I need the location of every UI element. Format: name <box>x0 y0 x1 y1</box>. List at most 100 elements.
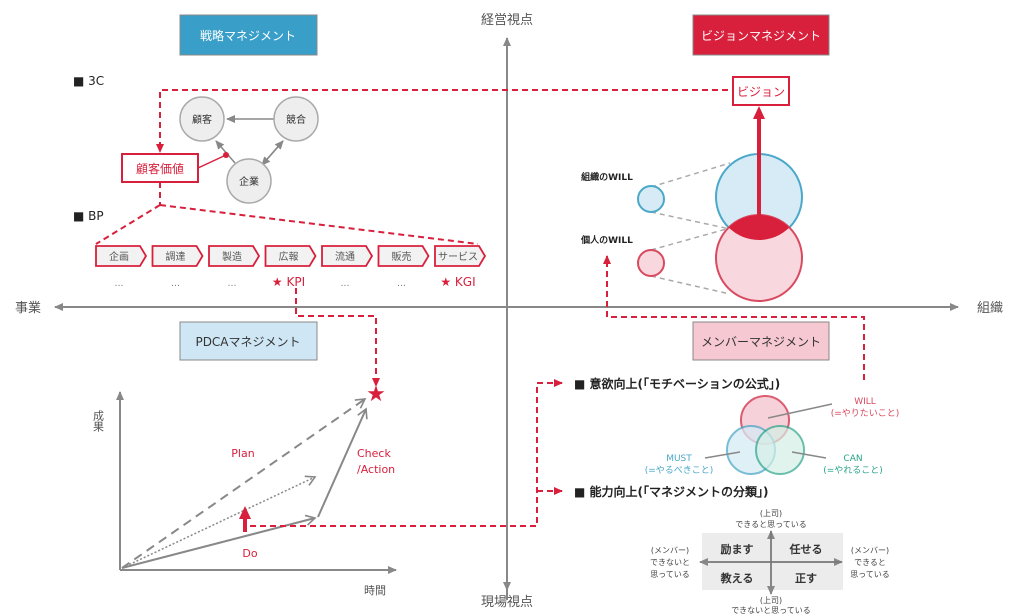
matrix-left-label-2: できないと <box>650 558 690 567</box>
bp-step-label: サービス <box>438 251 478 263</box>
node-customer: 顧客 <box>179 96 225 142</box>
bp-step-chevron <box>151 245 204 267</box>
bp-step-chevron <box>377 245 430 267</box>
quadrant-title-member: メンバーマネジメント <box>692 321 830 361</box>
will-pointer <box>767 403 833 419</box>
svg-text:ビジョン: ビジョン <box>737 85 785 99</box>
action-label: /Action <box>357 463 395 476</box>
matrix-right-label-3: 思っている <box>850 570 890 579</box>
venn-can-circle <box>755 425 805 475</box>
member-to-personal-will-link <box>603 255 865 380</box>
three-c-section: ■ 3C 顧客 競合 企業 顧客価値 <box>73 74 738 204</box>
org-will-line-bottom <box>650 211 731 230</box>
personal-will-line-top <box>650 227 731 251</box>
kpi-to-pdca-link <box>295 288 380 387</box>
customer-value-box: 顧客価値 <box>121 153 199 183</box>
bp-step: 調達 … <box>151 245 204 289</box>
must-sub-label: (=やるべきこと) <box>645 465 714 476</box>
vision-section: ビジョン 組織のWILL 個人のWILL <box>580 76 865 380</box>
org-will-label: 組織のWILL <box>581 171 633 183</box>
plan-label: Plan <box>231 447 254 460</box>
svg-text:戦略マネジメント: 戦略マネジメント <box>200 28 296 43</box>
axis-label-right: 組織 <box>977 301 1003 316</box>
bp-metric-label: ★ KGI <box>440 275 475 289</box>
org-will-line-top <box>650 162 731 188</box>
bp-ellipsis: … <box>115 279 124 289</box>
svg-text:顧客価値: 顧客価値 <box>136 161 184 176</box>
bp-ellipsis: … <box>341 279 350 289</box>
can-pointer <box>791 451 827 459</box>
quadrant-title-vision: ビジョンマネジメント <box>692 14 830 56</box>
personal-will-small-circle <box>637 249 665 277</box>
check-label: Check <box>357 447 391 460</box>
matrix-quadrant-correct: 正す <box>795 572 817 585</box>
pdca-y-label: 成果 <box>92 410 105 433</box>
svg-text:顧客: 顧客 <box>192 113 212 126</box>
axis-label-left: 事業 <box>15 300 41 316</box>
bp-step-chevron <box>95 245 148 267</box>
bp-step: 製造… <box>208 245 261 289</box>
bp-step-label: 広報 <box>279 250 299 263</box>
matrix-bottom-label-2: できないと思っている <box>731 606 811 614</box>
bp-metric-label: ★ KPI <box>272 275 305 289</box>
must-label: MUST <box>666 454 692 464</box>
axis-label-top: 経営視点 <box>481 13 533 28</box>
quadrant-title-pdca: PDCAマネジメント <box>179 321 318 361</box>
do-to-motivation-link <box>250 379 563 527</box>
ability-heading: ■ 能力向上(「マネジメントの分類」) <box>574 484 769 499</box>
bp-ellipsis: … <box>171 279 180 289</box>
org-will-small-circle <box>637 185 665 213</box>
plan-arrow <box>121 398 367 569</box>
matrix-top-label-2: できると思っている <box>735 520 806 529</box>
arrow-competitor-company <box>261 140 284 166</box>
svg-text:競合: 競合 <box>286 113 306 126</box>
bp-step: 広報 ★ KPI <box>264 245 317 289</box>
bp-step-label: 販売 <box>392 250 412 263</box>
will-label: WILL <box>854 397 876 407</box>
pdca-chart: 成果 時間 ★ Plan Do Check /Action <box>92 382 397 597</box>
vision-box: ビジョン <box>732 76 790 106</box>
bp-ellipsis: … <box>397 279 406 289</box>
quadrant-title-strategy: 戦略マネジメント <box>179 14 318 56</box>
will-sub-label: (=やりたいこと) <box>831 408 900 419</box>
svg-text:メンバーマネジメント: メンバーマネジメント <box>701 335 821 349</box>
matrix-top-label-1: (上司) <box>760 509 782 518</box>
can-label: CAN <box>843 454 862 464</box>
svg-text:ビジョンマネジメント: ビジョンマネジメント <box>701 29 821 43</box>
bp-step-chevron <box>321 245 374 267</box>
bp-step-chevron <box>208 245 261 267</box>
pdca-x-label: 時間 <box>364 584 386 597</box>
value-connector-dot <box>223 152 229 158</box>
bp-ellipsis: … <box>228 279 237 289</box>
bp-step-chevron <box>264 245 317 267</box>
matrix-quadrant-teach: 教える <box>720 571 754 585</box>
bp-step: 企画 … <box>95 245 148 289</box>
bp-step-label: 調達 <box>166 250 186 263</box>
bp-step: 流通 … <box>321 245 374 289</box>
matrix-quadrant-encourage: 励ます <box>721 543 754 556</box>
value-connector <box>197 154 227 169</box>
motivation-heading: ■ 意欲向上(「モチベーションの公式」) <box>574 376 780 391</box>
matrix-right-label-1: (メンバー) <box>851 546 889 555</box>
bp-step: サービス ★ KGI <box>434 245 487 289</box>
matrix-bottom-label-1: (上司) <box>760 596 782 605</box>
value-to-bp-link <box>95 182 479 245</box>
node-company: 企業 <box>226 158 272 204</box>
arrow-company-customer <box>215 140 236 164</box>
ability-section: ■ 能力向上(「マネジメントの分類」) 励ます 任せる 教える 正す (上司) … <box>574 484 890 614</box>
can-sub-label: (=やれること) <box>823 465 883 476</box>
bp-step-label: 流通 <box>335 250 355 263</box>
do-label: Do <box>242 547 257 560</box>
bp-heading: ■ BP <box>73 209 104 223</box>
do-arrow <box>121 514 317 569</box>
matrix-left-label-3: 思っている <box>650 570 690 579</box>
personal-will-line-bottom <box>650 275 731 295</box>
matrix-right-label-2: できると <box>854 558 886 567</box>
node-competitor: 競合 <box>273 96 319 142</box>
vision-to-value-link <box>156 89 738 153</box>
svg-text:PDCAマネジメント: PDCAマネジメント <box>195 335 300 349</box>
bp-step-label: 企画 <box>109 250 129 263</box>
goal-star-icon: ★ <box>366 382 386 407</box>
